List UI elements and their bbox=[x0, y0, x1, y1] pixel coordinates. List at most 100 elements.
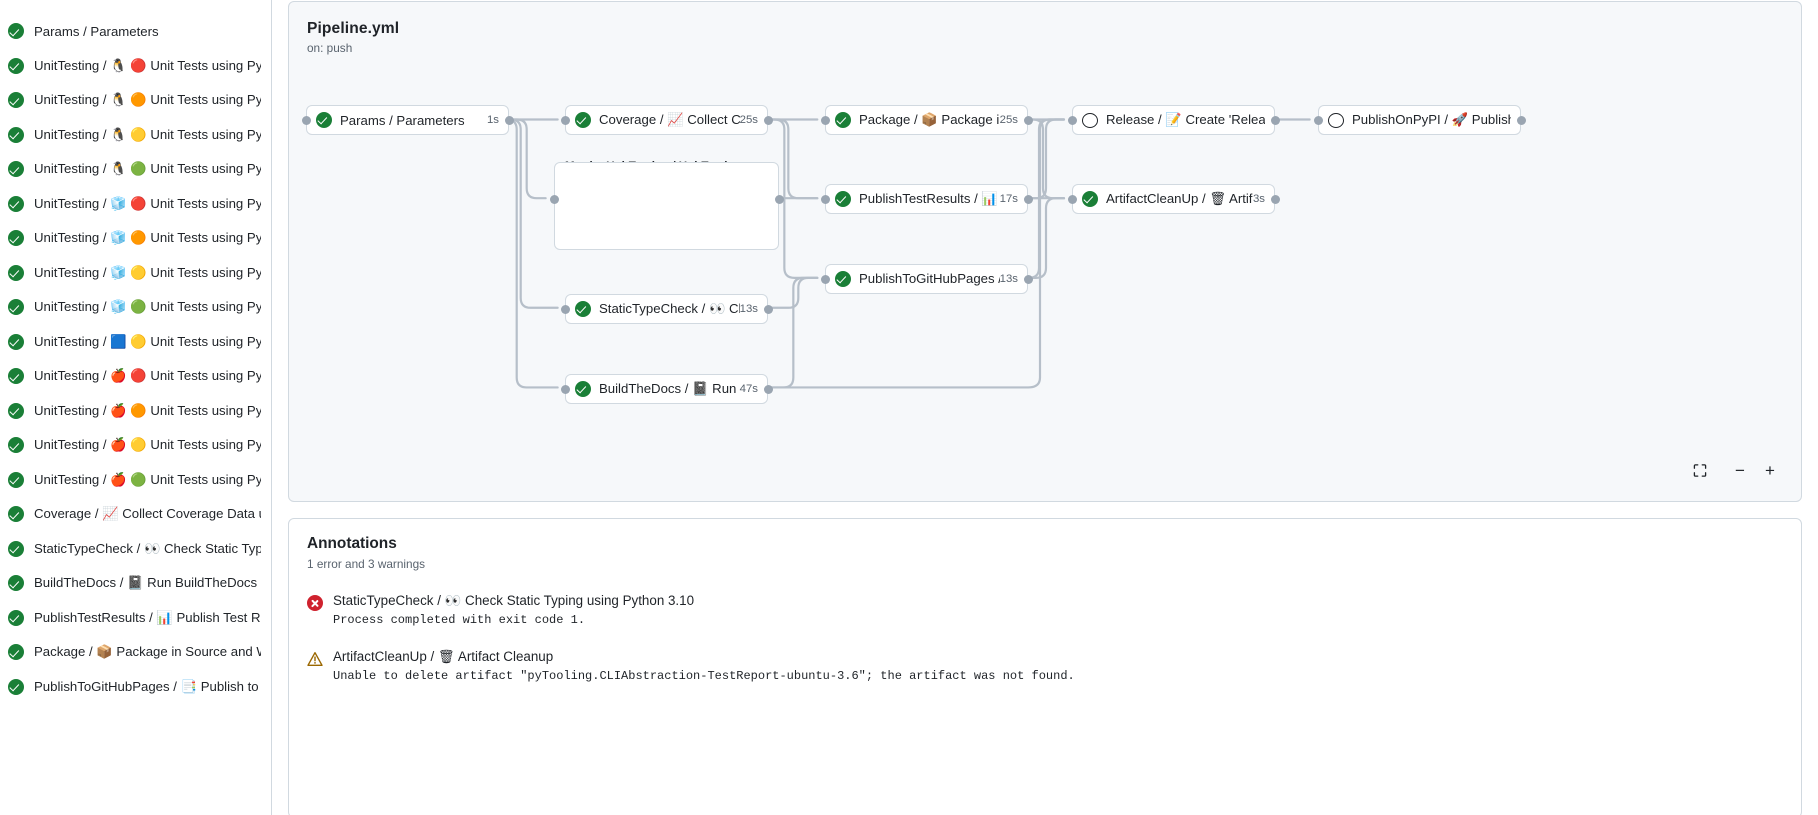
sidebar-job-item[interactable]: UnitTesting / 🍎 🟡 Unit Tests using Pyth… bbox=[0, 428, 271, 463]
sidebar-job-item[interactable]: UnitTesting / 🍎 🟢 Unit Tests using Pyth… bbox=[0, 463, 271, 498]
graph-node-port-out bbox=[1516, 115, 1526, 125]
sidebar-job-item[interactable]: Params / Parameters bbox=[0, 14, 271, 49]
graph-node-port-in bbox=[820, 194, 830, 204]
sidebar-job-item[interactable]: UnitTesting / 🐧 🟠 Unit Tests using Pyth… bbox=[0, 83, 271, 118]
main-content: Pipeline.yml on: push bbox=[272, 0, 1818, 815]
fit-to-screen-button[interactable] bbox=[1687, 457, 1713, 483]
graph-node-label: Release / 📝 Create 'Release P… bbox=[1106, 112, 1265, 127]
annotation-detail: Unable to delete artifact "pyTooling.CLI… bbox=[333, 669, 1075, 683]
annotation-row[interactable]: StaticTypeCheck / 👀 Check Static Typing … bbox=[307, 593, 1783, 627]
sidebar-job-label: UnitTesting / 🍎 🟢 Unit Tests using Pyth… bbox=[34, 471, 261, 487]
sidebar-job-item[interactable]: UnitTesting / 🧊 🟡 Unit Tests using Pyth… bbox=[0, 256, 271, 291]
graph-node-publishpages[interactable]: PublishToGitHubPages / 📑…13s bbox=[825, 264, 1028, 294]
sidebar-job-item[interactable]: StaticTypeCheck / 👀 Check Static Typing… bbox=[0, 532, 271, 567]
graph-node-label: PublishToGitHubPages / 📑… bbox=[859, 271, 1000, 286]
graph-node-buildthedocs[interactable]: BuildTheDocs / 📓 Run Buil…47s bbox=[565, 374, 768, 404]
workflow-title: Pipeline.yml bbox=[307, 20, 400, 37]
graph-node-label: Params / Parameters bbox=[340, 112, 465, 128]
sidebar-job-label: UnitTesting / 🐧 🔴 Unit Tests using Pyth… bbox=[34, 57, 261, 73]
success-icon bbox=[8, 126, 24, 143]
graph-node-publishtest[interactable]: PublishTestResults / 📊 Pu…17s bbox=[825, 184, 1028, 214]
success-icon bbox=[8, 333, 24, 350]
graph-node-artifact[interactable]: ArtifactCleanUp / 🗑 Artifac…3s bbox=[1072, 184, 1275, 214]
success-icon bbox=[8, 92, 24, 109]
graph-zoom-controls: − + bbox=[1687, 457, 1783, 483]
sidebar-job-item[interactable]: UnitTesting / 🐧 🔴 Unit Tests using Pyth… bbox=[0, 49, 271, 84]
graph-node-coverage[interactable]: Coverage / 📈 Collect Cove…25s bbox=[565, 105, 768, 135]
graph-node-port-out bbox=[763, 115, 773, 125]
success-icon bbox=[8, 678, 24, 695]
sidebar-job-label: StaticTypeCheck / 👀 Check Static Typing… bbox=[34, 540, 261, 556]
success-icon bbox=[8, 57, 24, 74]
sidebar-job-item[interactable]: PublishTestResults / 📊 Publish Test Resu… bbox=[0, 601, 271, 636]
success-icon bbox=[575, 381, 591, 397]
annotation-heading: ArtifactCleanUp / 🗑 Artifact Cleanup bbox=[333, 649, 554, 664]
success-icon bbox=[575, 301, 591, 317]
sidebar-job-item[interactable]: UnitTesting / 🧊 🟠 Unit Tests using Pyth… bbox=[0, 221, 271, 256]
graph-node-port-in bbox=[1067, 115, 1077, 125]
zoom-out-button[interactable]: − bbox=[1727, 457, 1753, 483]
graph-node-publishpypi[interactable]: PublishOnPyPI / 🚀 Publish to … bbox=[1318, 105, 1521, 135]
error-icon bbox=[307, 595, 323, 611]
graph-node-duration: 3s bbox=[1252, 193, 1265, 205]
sidebar-job-item[interactable]: BuildTheDocs / 📓 Run BuildTheDocs bbox=[0, 566, 271, 601]
matrix-port-in bbox=[549, 194, 559, 204]
annotation-heading: StaticTypeCheck / 👀 Check Static Typing … bbox=[333, 593, 695, 608]
zoom-buttons: − + bbox=[1727, 457, 1783, 483]
graph-node-duration: 25s bbox=[999, 114, 1018, 126]
success-icon bbox=[8, 23, 24, 40]
graph-node-port-out bbox=[504, 115, 514, 125]
success-icon bbox=[316, 112, 332, 128]
success-icon bbox=[835, 271, 851, 287]
graph-node-statictype[interactable]: StaticTypeCheck / 👀 Chec…13s bbox=[565, 294, 768, 324]
graph-node-duration: 47s bbox=[739, 383, 758, 395]
sidebar-job-label: UnitTesting / 🐧 🟡 Unit Tests using Pyth… bbox=[34, 126, 261, 142]
sidebar-job-item[interactable]: UnitTesting / 🍎 🟠 Unit Tests using Pyth… bbox=[0, 394, 271, 429]
warning-icon bbox=[307, 651, 323, 667]
graph-node-label: ArtifactCleanUp / 🗑 Artifac… bbox=[1106, 191, 1253, 206]
sidebar-job-item[interactable]: UnitTesting / 🧊 🔴 Unit Tests using Pyth… bbox=[0, 187, 271, 222]
sidebar-job-item[interactable]: Coverage / 📈 Collect Coverage Data usi… bbox=[0, 497, 271, 532]
graph-node-port-in bbox=[1313, 115, 1323, 125]
graph-node-params[interactable]: Params / Parameters 1s bbox=[306, 105, 509, 135]
graph-node-label: Package / 📦 Package in So… bbox=[859, 112, 1000, 127]
graph-node-port-in bbox=[820, 115, 830, 125]
success-icon bbox=[8, 540, 24, 557]
sidebar-job-item[interactable]: PublishToGitHubPages / 📑 Publish to G… bbox=[0, 670, 271, 705]
skipped-icon bbox=[1328, 112, 1344, 128]
graph-node-duration: 17s bbox=[999, 193, 1018, 205]
sidebar-job-item[interactable]: UnitTesting / 🟦 🟡 Unit Tests using Pyth… bbox=[0, 325, 271, 360]
graph-canvas[interactable]: Params / Parameters 1s Coverage / 📈 Collec… bbox=[289, 2, 1801, 501]
sidebar-job-item[interactable]: UnitTesting / 🐧 🟡 Unit Tests using Pyth… bbox=[0, 118, 271, 153]
success-icon bbox=[1082, 191, 1098, 207]
graph-node-release[interactable]: Release / 📝 Create 'Release P… bbox=[1072, 105, 1275, 135]
success-icon bbox=[575, 112, 591, 128]
sidebar-job-label: PublishTestResults / 📊 Publish Test Resu… bbox=[34, 609, 261, 625]
sidebar-job-item[interactable]: UnitTesting / 🍎 🔴 Unit Tests using Pyth… bbox=[0, 359, 271, 394]
sidebar-job-label: UnitTesting / 🍎 🔴 Unit Tests using Pyth… bbox=[34, 368, 261, 384]
success-icon bbox=[8, 644, 24, 661]
matrix-group-box bbox=[554, 162, 779, 250]
sidebar-job-label: UnitTesting / 🍎 🟠 Unit Tests using Pyth… bbox=[34, 402, 261, 418]
success-icon bbox=[8, 368, 24, 385]
sidebar-job-label: UnitTesting / 🧊 🟡 Unit Tests using Pyth… bbox=[34, 264, 261, 280]
sidebar-job-item[interactable]: UnitTesting / 🐧 🟢 Unit Tests using Pyth… bbox=[0, 152, 271, 187]
success-icon bbox=[8, 402, 24, 419]
sidebar-job-item[interactable]: UnitTesting / 🧊 🟢 Unit Tests using Pyth… bbox=[0, 290, 271, 325]
annotations-list: StaticTypeCheck / 👀 Check Static Typing … bbox=[307, 593, 1783, 683]
graph-node-port-in bbox=[820, 274, 830, 284]
graph-node-port-out bbox=[763, 304, 773, 314]
annotations-title: Annotations bbox=[307, 535, 397, 552]
graph-node-port-in bbox=[560, 304, 570, 314]
sidebar-job-item[interactable]: Package / 📦 Package in Source and Wh… bbox=[0, 635, 271, 670]
graph-node-package[interactable]: Package / 📦 Package in So…25s bbox=[825, 105, 1028, 135]
graph-node-duration: 1s bbox=[486, 114, 499, 126]
sidebar-job-label: UnitTesting / 🐧 🟠 Unit Tests using Pyth… bbox=[34, 92, 261, 108]
graph-node-duration: 25s bbox=[739, 114, 758, 126]
zoom-in-button[interactable]: + bbox=[1757, 457, 1783, 483]
success-icon bbox=[8, 471, 24, 488]
